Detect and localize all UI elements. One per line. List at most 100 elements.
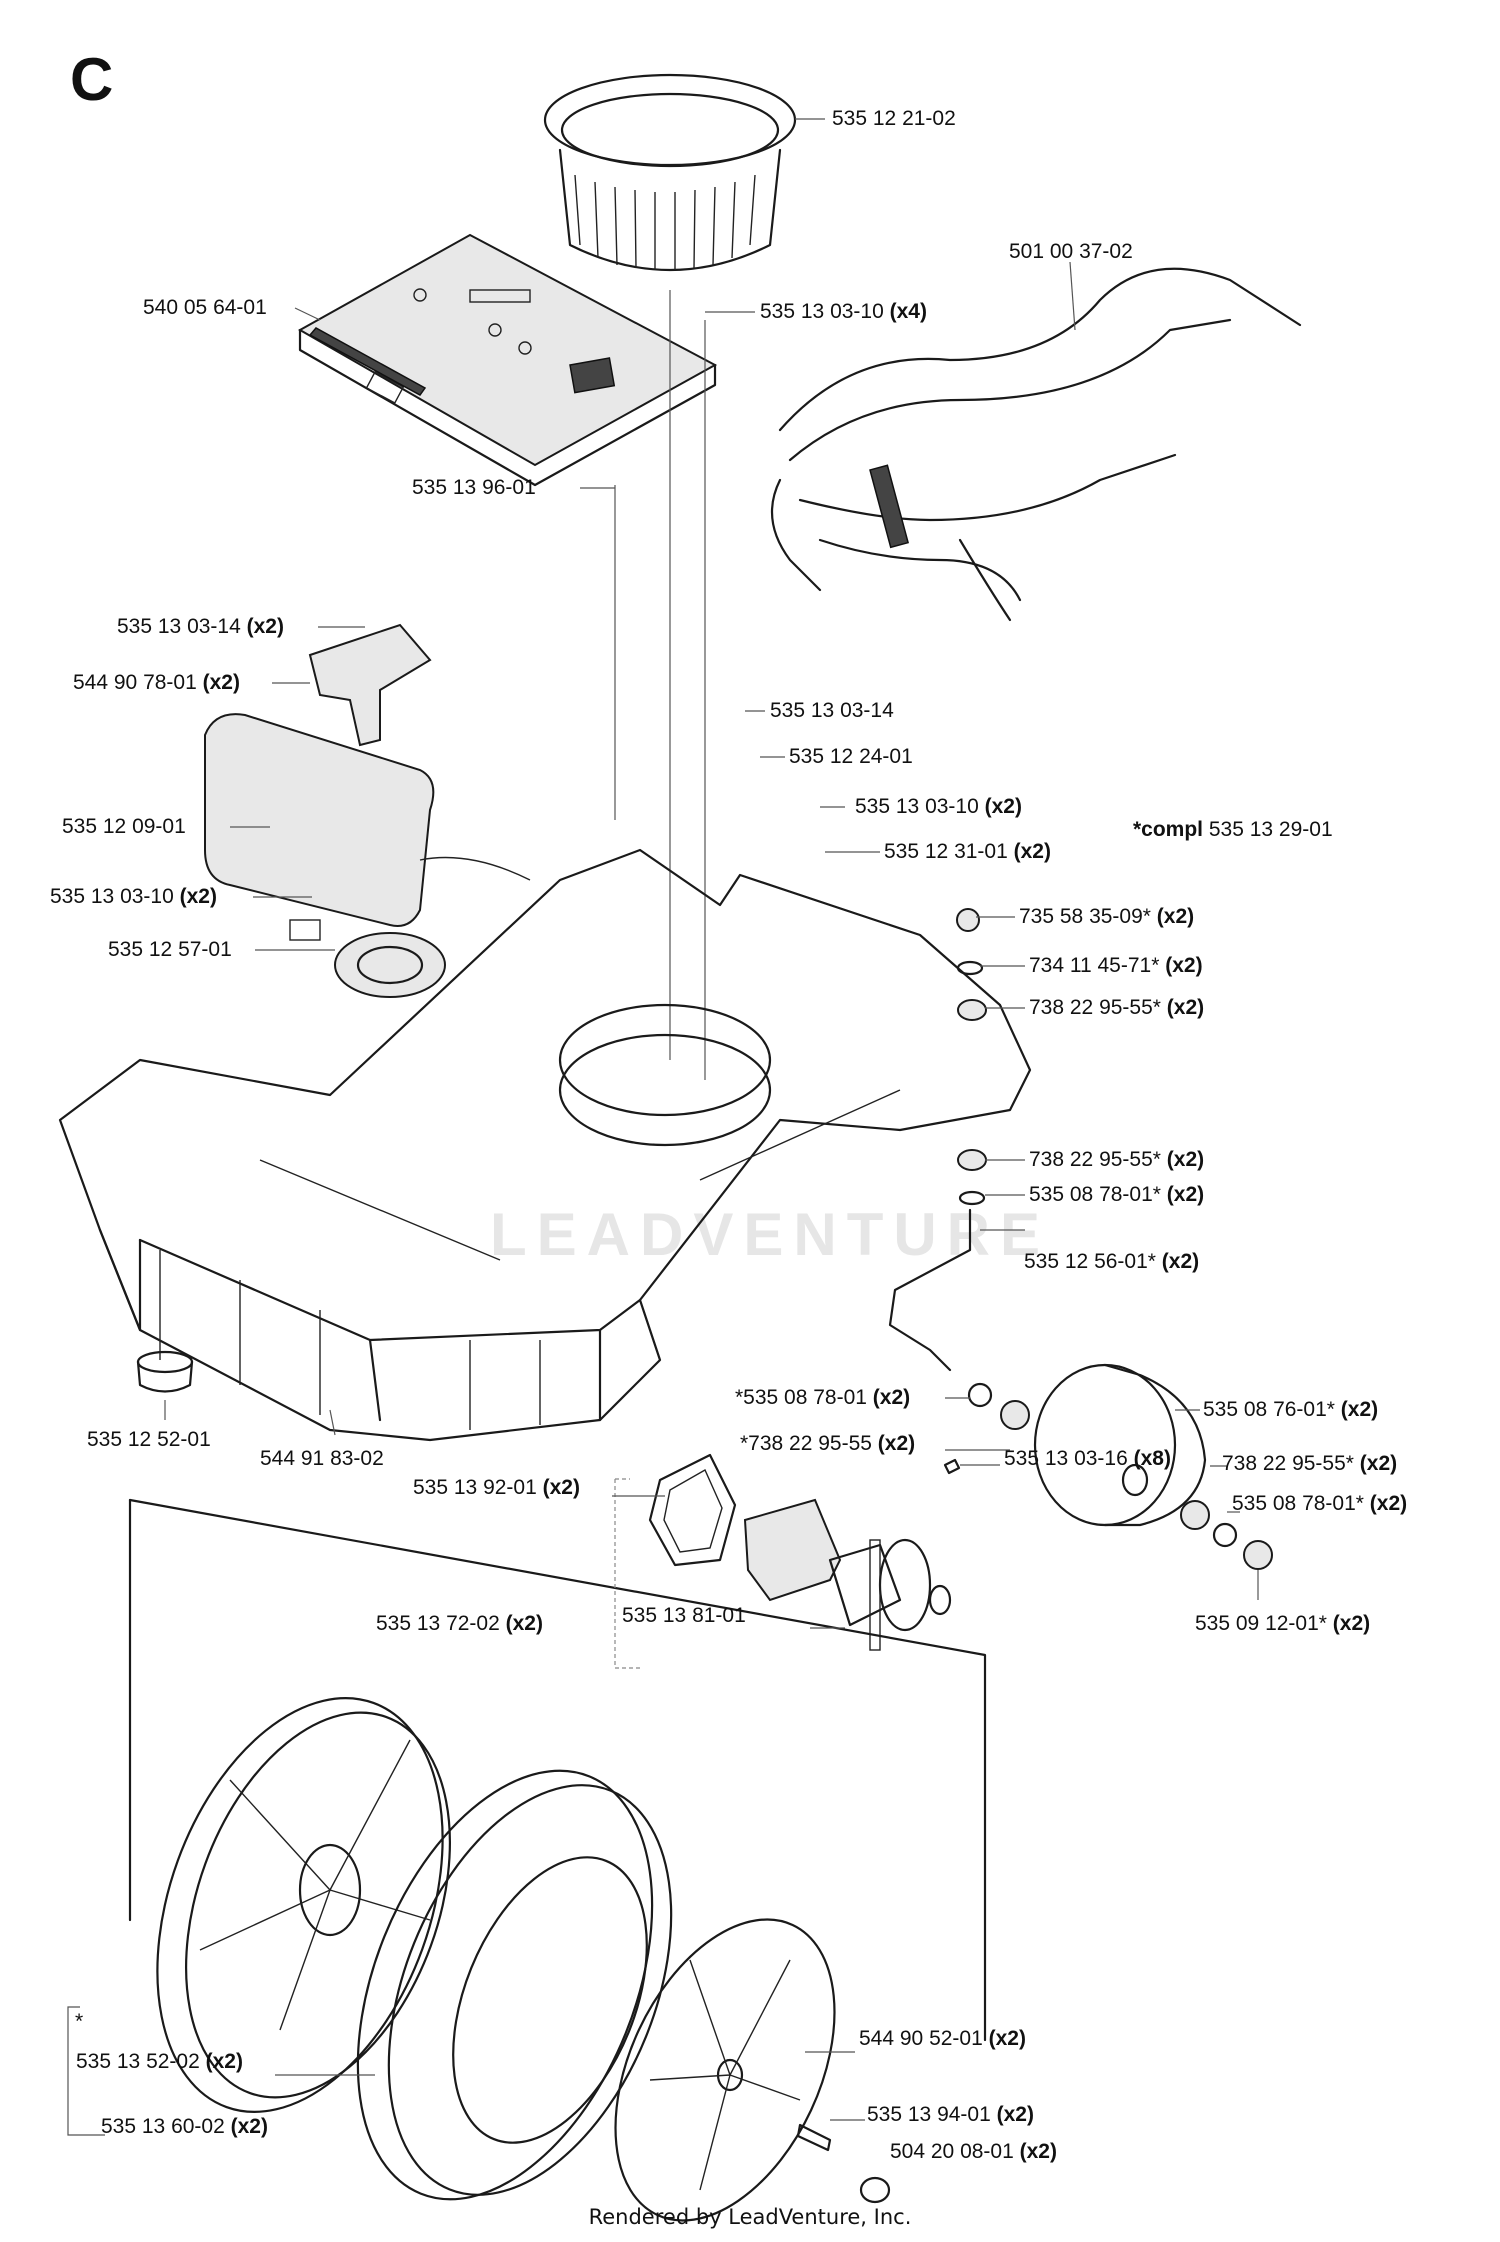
part-number: *535 08 78-01 — [735, 1386, 867, 1409]
part-label[interactable]: 535 13 94-01 (x2) — [867, 2103, 1034, 2127]
wire-harness — [770, 267, 1302, 622]
part-number: 535 12 57-01 — [108, 938, 232, 961]
part-label[interactable]: 501 00 37-02 — [1009, 240, 1133, 264]
part-quantity: (x2) — [1156, 905, 1195, 928]
part-number: 544 90 52-01 — [859, 2027, 983, 2050]
part-number: 735 58 35-09* — [1019, 905, 1151, 928]
part-label[interactable]: 535 13 60-02 (x2) — [101, 2115, 268, 2139]
part-quantity: (x2) — [1332, 1612, 1371, 1635]
part-label[interactable]: 535 13 03-10 (x2) — [855, 795, 1022, 819]
part-label[interactable]: 540 05 64-01 — [143, 296, 267, 320]
part-label[interactable]: 535 09 12-01* (x2) — [1195, 1612, 1370, 1636]
part-number: 535 13 03-10 — [50, 885, 174, 908]
part-quantity: (x2) — [1013, 840, 1051, 863]
part-quantity: (x2) — [1165, 954, 1203, 977]
part-number: 535 13 96-01 — [412, 476, 536, 499]
part-label[interactable]: 535 12 31-01 (x2) — [884, 840, 1051, 864]
part-label[interactable]: 535 12 56-01* (x2) — [1024, 1250, 1199, 1274]
part-quantity: (x2) — [988, 2027, 1026, 2050]
part-number: 738 22 95-55* — [1029, 1148, 1161, 1171]
part-label[interactable]: 738 22 95-55* (x2) — [1029, 1148, 1204, 1172]
part-label[interactable]: 734 11 45-71* (x2) — [1029, 954, 1203, 978]
part-label[interactable]: 535 12 52-01 — [87, 1428, 211, 1452]
part-quantity: (x2) — [205, 2050, 243, 2073]
part-quantity: (x2) — [877, 1432, 916, 1455]
part-quantity: (x2) — [1166, 1183, 1205, 1206]
part-label[interactable]: *738 22 95-55 (x2) — [740, 1432, 915, 1456]
part-label[interactable]: 535 12 57-01 — [108, 938, 232, 962]
part-label[interactable]: 535 12 09-01 — [62, 815, 186, 839]
part-label[interactable]: 738 22 95-55* (x2) — [1222, 1452, 1397, 1476]
part-label[interactable]: 735 58 35-09* (x2) — [1019, 905, 1194, 929]
part-number: 535 13 03-16 — [1004, 1447, 1128, 1470]
part-label[interactable]: 535 13 92-01 (x2) — [413, 1476, 580, 1500]
part-number: *738 22 95-55 — [740, 1432, 872, 1455]
part-number: 535 08 78-01* — [1029, 1183, 1161, 1206]
part-label[interactable]: 535 13 03-10 (x2) — [50, 885, 217, 909]
part-number: 535 09 12-01* — [1195, 1612, 1327, 1635]
part-quantity: (x2) — [246, 615, 284, 638]
part-label[interactable]: 535 13 72-02 (x2) — [376, 1612, 543, 1636]
part-number: 535 13 03-10 — [855, 795, 979, 818]
part-label[interactable]: 535 13 52-02 (x2) — [76, 2050, 243, 2074]
part-number: 535 13 52-02 — [76, 2050, 200, 2073]
part-quantity: (x2) — [1369, 1492, 1408, 1515]
part-label[interactable]: 544 90 78-01 (x2) — [73, 671, 240, 695]
pivot-stack — [956, 908, 987, 1206]
asterisk-note: * — [75, 2010, 84, 2033]
part-number: 535 12 52-01 — [87, 1428, 211, 1451]
wheel-hub — [156, 1697, 451, 2113]
part-number: 535 13 81-01 — [622, 1604, 746, 1627]
part-quantity: (x2) — [1166, 1148, 1205, 1171]
part-number: 504 20 08-01 — [890, 2140, 1014, 2163]
part-label[interactable]: 504 20 08-01 (x2) — [890, 2140, 1057, 2164]
battery — [204, 713, 531, 927]
part-label[interactable]: 535 13 03-14 (x2) — [117, 615, 284, 639]
part-label[interactable]: 535 12 21-02 — [832, 107, 956, 131]
part-number: 535 08 78-01* — [1232, 1492, 1364, 1515]
part-label[interactable]: 535 12 24-01 — [789, 745, 913, 769]
part-label[interactable]: 535 13 03-10 (x4) — [760, 300, 927, 324]
part-quantity: (x2) — [179, 885, 217, 908]
motor — [743, 1498, 952, 1651]
part-number: 734 11 45-71* — [1029, 954, 1160, 977]
part-label[interactable]: 535 08 78-01* (x2) — [1232, 1492, 1407, 1516]
part-number: 535 12 09-01 — [62, 815, 186, 838]
tire — [356, 1769, 673, 2201]
collar-ring — [543, 73, 797, 271]
bracket — [308, 623, 432, 747]
part-number: 535 12 56-01* — [1024, 1250, 1156, 1273]
part-label[interactable]: 535 13 81-01 — [622, 1604, 746, 1628]
part-number: 738 22 95-55* — [1222, 1452, 1354, 1475]
section-letter: C — [70, 46, 114, 113]
part-number: 501 00 37-02 — [1009, 240, 1133, 263]
part-label[interactable]: *535 08 78-01 (x2) — [735, 1386, 910, 1410]
part-label[interactable]: 535 13 03-14 — [770, 699, 894, 723]
part-number: 535 12 21-02 — [832, 107, 956, 130]
part-label[interactable]: 535 13 03-16 (x8) — [1004, 1447, 1171, 1471]
part-number: 540 05 64-01 — [143, 296, 267, 319]
part-quantity: (x2) — [202, 671, 240, 694]
compl-note: *compl 535 13 29-01 — [1133, 818, 1333, 842]
part-quantity: (x2) — [1161, 1250, 1200, 1273]
front-wheel — [1033, 1363, 1207, 1527]
part-label[interactable]: 535 13 96-01 — [412, 476, 536, 500]
footer-credit: Rendered by LeadVenture, Inc. — [588, 2205, 912, 2229]
part-quantity: (x2) — [1166, 996, 1205, 1019]
part-quantity: (x4) — [889, 300, 927, 323]
part-label[interactable]: 535 08 76-01* (x2) — [1203, 1398, 1378, 1422]
part-number: 535 08 76-01* — [1203, 1398, 1335, 1421]
part-quantity: (x2) — [505, 1612, 543, 1635]
part-label[interactable]: 544 90 52-01 (x2) — [859, 2027, 1026, 2051]
part-quantity: (x8) — [1133, 1447, 1171, 1470]
part-label[interactable]: 738 22 95-55* (x2) — [1029, 996, 1204, 1020]
compl-prefix: *compl — [1133, 818, 1204, 841]
drive-rod — [888, 1208, 972, 1372]
speaker — [289, 919, 446, 998]
part-quantity: (x2) — [542, 1476, 580, 1499]
part-label[interactable]: 544 91 83-02 — [260, 1447, 384, 1471]
compl-number: 535 13 29-01 — [1208, 818, 1333, 841]
part-label[interactable]: 535 08 78-01* (x2) — [1029, 1183, 1204, 1207]
